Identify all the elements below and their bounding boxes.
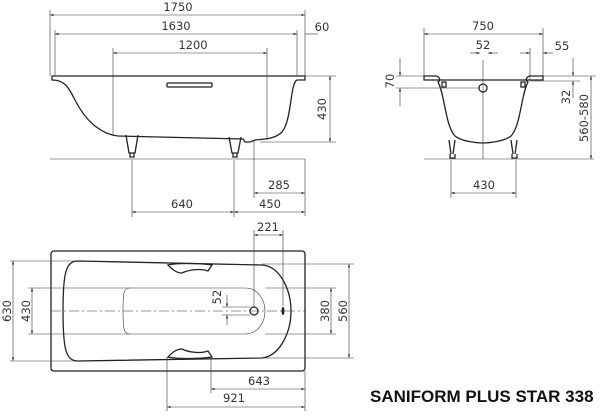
dim-handle-far: 921 (223, 391, 245, 405)
dim-floor-length: 1200 (178, 38, 207, 52)
dim-plan-drain: 52 (210, 290, 224, 305)
dim-end-width: 750 (472, 19, 494, 33)
dim-total-height: 560-580 (577, 94, 591, 142)
dim-handle-near: 643 (248, 374, 270, 388)
dim-leg-spacing: 640 (171, 197, 193, 211)
dim-drain-to-end: 221 (257, 220, 279, 234)
dim-leg-to-end: 450 (259, 197, 281, 211)
dim-floor-width-right: 380 (318, 300, 332, 322)
dim-drain-offset: 285 (268, 178, 290, 192)
dim-rim-edge: 55 (555, 39, 570, 53)
end-view: 750 52 55 70 32 560-580 430 (383, 19, 596, 198)
dim-overall-length: 1750 (163, 0, 192, 14)
dim-rim-offset: 60 (315, 20, 330, 34)
dim-depth: 430 (315, 98, 329, 120)
dim-inner-length: 1630 (161, 19, 190, 33)
dim-rim-thickness: 32 (559, 90, 573, 105)
dim-floor-width-left: 430 (19, 300, 33, 322)
dim-end-drain: 52 (476, 38, 491, 52)
dim-overflow-height: 70 (383, 74, 397, 89)
dim-inner-width: 560 (336, 300, 350, 322)
product-title: SANIFORM PLUS STAR 338 (370, 387, 594, 406)
dim-plan-width: 630 (0, 300, 14, 322)
dim-end-leg-spacing: 430 (473, 178, 495, 192)
side-view: 1750 1630 60 1200 430 285 640 450 (49, 0, 336, 217)
plan-view: 221 630 430 52 380 560 643 921 (0, 220, 354, 411)
